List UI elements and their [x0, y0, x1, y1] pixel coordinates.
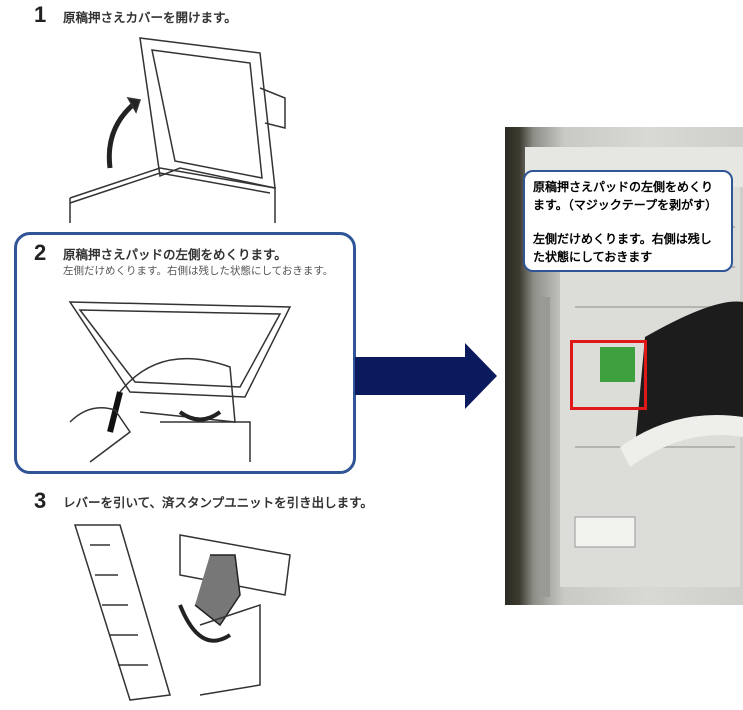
- step-3-title: レバーを引いて、済スタンプユニットを引き出します。: [63, 495, 373, 510]
- step-2-subtitle: 左側だけめくります。右側は残した状態にしておきます。: [63, 265, 334, 277]
- step-2-illustration: [68, 301, 292, 463]
- step-1-illustration: [69, 37, 286, 223]
- callout-box: 原稿押さえパッドの左側をめくります。（マジックテープを剥がす） 左側だけめくりま…: [523, 170, 733, 272]
- callout-line-2: 左側だけめくります。右側は残した状態にしておきます: [533, 232, 712, 264]
- highlight-box: [570, 340, 647, 410]
- step-2-title: 原稿押さえパッドの左側をめくります。: [63, 247, 287, 262]
- step-3-illustration: [73, 524, 291, 701]
- right-arrow-icon: [355, 343, 497, 409]
- step-1-number: 1: [34, 2, 47, 27]
- step-1-title: 原稿押さえカバーを開けます。: [63, 10, 237, 25]
- callout-line-1: 原稿押さえパッドの左側をめくります。（マジックテープを剥がす）: [533, 180, 718, 212]
- step-2-box: [14, 232, 356, 474]
- step-3-number: 3: [34, 488, 47, 513]
- step-2-number: 2: [34, 240, 47, 265]
